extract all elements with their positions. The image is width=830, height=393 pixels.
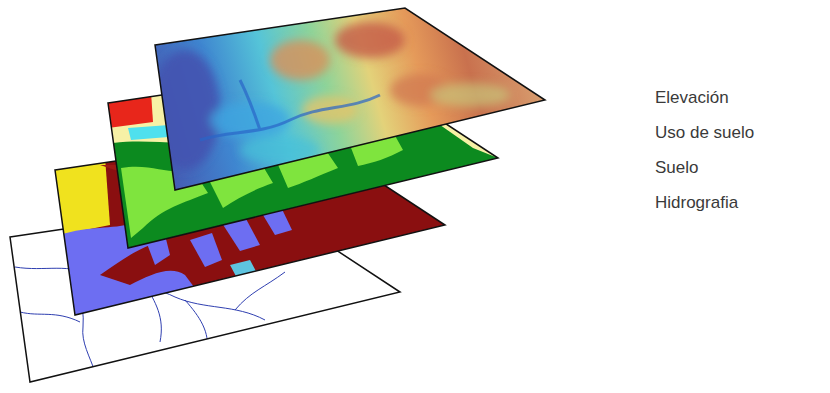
elevation-layer	[150, 8, 545, 190]
layer-label: Elevación	[655, 88, 729, 108]
layer-label: Suelo	[655, 158, 698, 178]
layer-label: Uso de suelo	[655, 123, 754, 143]
layer-label: Hidrografia	[655, 193, 738, 213]
